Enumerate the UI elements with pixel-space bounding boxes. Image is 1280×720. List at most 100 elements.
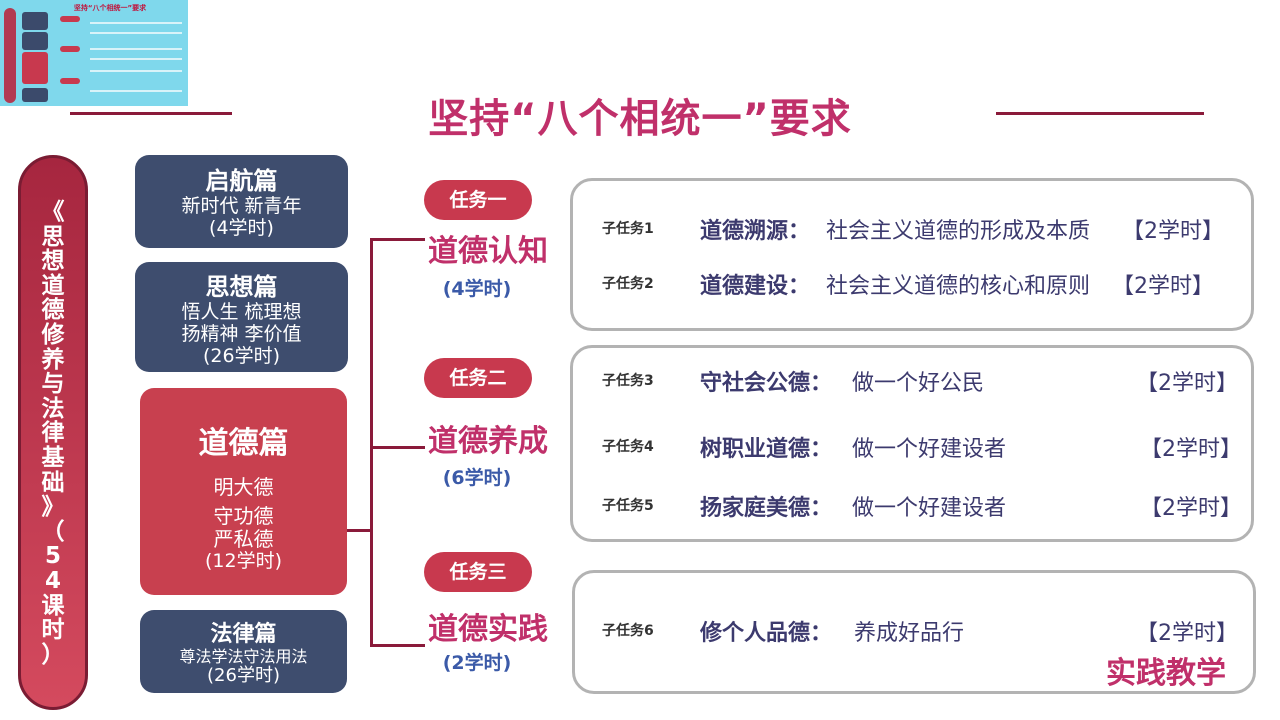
chapter-line: 严私德	[213, 527, 274, 551]
subtask-name[interactable]: 扬家庭美德：	[700, 496, 833, 521]
task-badge-2[interactable]: 任务二	[424, 358, 532, 398]
slide-thumbnail[interactable]: 坚持“八个相统一”要求	[0, 0, 188, 106]
chapter-falv[interactable]: 法律篇 尊法学法守法用法 (26学时)	[140, 610, 347, 693]
subtask-desc: 社会主义道德的核心和原则	[826, 274, 1091, 299]
tree-stem	[347, 529, 371, 532]
chapter-hours: (12学时)	[204, 550, 282, 572]
chapter-daode[interactable]: 道德篇 明大德 守功德 严私德 (12学时)	[140, 388, 347, 595]
thumbnail-box	[22, 88, 48, 102]
task-badge-1[interactable]: 任务一	[424, 180, 532, 220]
course-title-char: 修	[41, 321, 65, 348]
thumbnail-line	[90, 58, 182, 60]
tree-branch	[370, 238, 425, 241]
subtask-desc: 做一个好建设者	[852, 496, 1007, 521]
chapter-hours: (26学时)	[202, 344, 280, 367]
subtask-hours: 【2学时】	[1136, 621, 1238, 646]
subtask-name[interactable]: 守社会公德：	[700, 371, 833, 396]
chapter-line: 扬精神 李价值	[181, 322, 302, 345]
course-title-char: 时	[41, 617, 65, 644]
thumbnail-title: 坚持“八个相统一”要求	[73, 4, 147, 12]
course-title-char: 思	[41, 223, 65, 250]
thumbnail-line	[90, 48, 182, 50]
subtask-name[interactable]: 修个人品德：	[700, 621, 833, 646]
chapter-title: 思想篇	[205, 273, 278, 301]
page-title: 坚持“八个相统一”要求	[428, 96, 852, 142]
chapter-sixiang[interactable]: 思想篇 悟人生 梳理想 扬精神 李价值 (26学时)	[135, 262, 348, 372]
course-title-char: 德	[41, 297, 65, 324]
task-badge-3[interactable]: 任务三	[424, 552, 532, 592]
subtask-panel-1	[570, 178, 1254, 331]
course-title-char: 《	[41, 199, 65, 225]
chapter-hours: (4学时)	[209, 216, 274, 239]
course-title-char: 律	[41, 420, 65, 447]
subtask-label: 子任务2	[602, 276, 654, 292]
chapter-hours: (26学时)	[207, 665, 280, 687]
course-title-char: 法	[41, 395, 65, 422]
subtask-hours: 【2学时】	[1136, 371, 1238, 396]
thumbnail-course-bar	[4, 8, 16, 103]
subtask-label: 子任务5	[602, 498, 654, 514]
subtask-desc: 社会主义道德的形成及本质	[826, 219, 1091, 244]
chapter-line: 守功德	[213, 504, 274, 528]
task-name-3: 道德实践	[428, 612, 548, 647]
thumbnail-box	[22, 32, 48, 50]
thumbnail-line	[90, 90, 182, 92]
course-title-char: 养	[41, 346, 65, 373]
subtask-name[interactable]: 树职业道德：	[700, 437, 833, 462]
thumbnail-line	[90, 70, 182, 72]
subtask-label: 子任务6	[602, 623, 654, 639]
task-hours-2: (6学时)	[442, 467, 512, 489]
course-title-char: 础	[41, 469, 65, 496]
tree-branch	[370, 644, 425, 647]
title-rule-left	[70, 112, 232, 115]
thumbnail-box	[22, 12, 48, 30]
subtask-name[interactable]: 道德溯源：	[700, 219, 811, 244]
subtask-desc: 做一个好建设者	[852, 437, 1007, 462]
subtask-panel-2	[570, 345, 1254, 542]
course-title-char: 课	[41, 592, 65, 619]
course-title-char: 道	[41, 272, 65, 299]
subtask-panel-3	[572, 570, 1256, 694]
chapter-line: 悟人生 梳理想	[181, 301, 302, 323]
practice-teaching-label: 实践教学	[1106, 656, 1226, 691]
chapter-qihang[interactable]: 启航篇 新时代 新青年 (4学时)	[135, 155, 348, 248]
chapter-title: 启航篇	[205, 167, 278, 195]
chapter-title: 道德篇	[198, 426, 289, 461]
subtask-desc: 做一个好公民	[852, 371, 985, 396]
subtask-hours: 【2学时】	[1112, 274, 1214, 299]
subtask-name[interactable]: 道德建设：	[700, 274, 811, 299]
course-title-char: 4	[44, 567, 61, 594]
task-name-1: 道德认知	[428, 234, 548, 269]
task-hours-1: (4学时)	[442, 278, 512, 300]
chapter-line: 明大德	[213, 475, 274, 499]
subtask-desc: 养成好品行	[854, 621, 965, 646]
course-title-char: 》	[41, 494, 65, 521]
title-rule-right	[996, 112, 1204, 115]
subtask-hours: 【2学时】	[1140, 496, 1242, 521]
chapter-line: 尊法学法守法用法	[179, 647, 308, 666]
tree-branch	[370, 446, 425, 449]
subtask-label: 子任务4	[602, 439, 654, 455]
subtask-label: 子任务1	[602, 221, 654, 237]
tree-trunk	[370, 238, 373, 646]
course-title-char: 基	[41, 444, 65, 471]
chapter-title: 法律篇	[210, 622, 277, 647]
course-title-char: 5	[44, 543, 61, 570]
course-title-char: ）	[41, 641, 65, 668]
thumbnail-badge	[60, 78, 80, 84]
thumbnail-box	[22, 52, 48, 84]
subtask-hours: 【2学时】	[1122, 219, 1224, 244]
thumbnail-line	[90, 22, 182, 24]
course-title-char: （	[41, 518, 65, 545]
thumbnail-badge	[60, 16, 80, 22]
course-title-char: 与	[41, 371, 65, 398]
task-hours-3: (2学时)	[442, 652, 512, 674]
chapter-line: 新时代 新青年	[181, 195, 302, 217]
subtask-hours: 【2学时】	[1140, 437, 1242, 462]
thumbnail-badge	[60, 46, 80, 52]
course-pill	[18, 155, 88, 710]
subtask-label: 子任务3	[602, 373, 654, 389]
task-name-2: 道德养成	[428, 424, 548, 459]
course-title-char: 想	[41, 248, 65, 275]
